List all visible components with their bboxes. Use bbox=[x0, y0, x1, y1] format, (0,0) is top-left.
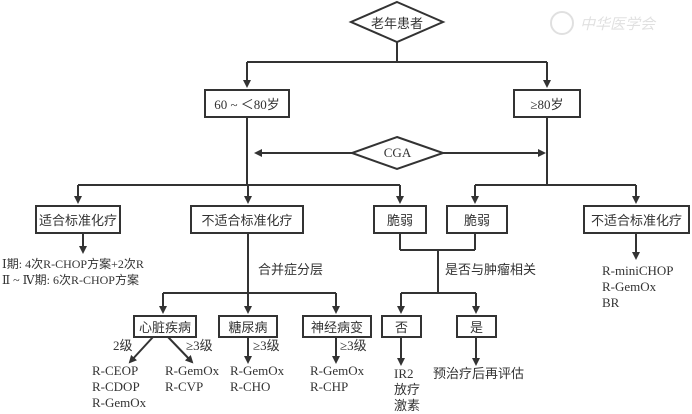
age-group-60-80: 60 ~ ＜80岁 bbox=[204, 89, 290, 118]
yes-regimen: 预治疗后再评估 bbox=[433, 366, 525, 381]
regimen-unfit-right-c: BR bbox=[602, 295, 620, 310]
tumor-related-yes: 是 bbox=[456, 315, 497, 338]
grade-label-neuro-3: ≥3级 bbox=[340, 338, 367, 353]
regimen-cardiac-2-c: R-GemOx bbox=[92, 395, 147, 410]
tumor-related-no: 否 bbox=[381, 315, 422, 338]
diabetes: 糖尿病 bbox=[218, 315, 278, 338]
frail-right: 脆弱 bbox=[446, 205, 508, 234]
cardiac-disease: 心脏疾病 bbox=[133, 315, 197, 338]
root-node: 老年患者 bbox=[370, 15, 423, 31]
regimen-neuro-a: R-GemOx bbox=[310, 363, 365, 378]
no-regimen-steroids: 激素 bbox=[394, 398, 421, 413]
regimen-cardiac-2-a: R-CEOP bbox=[92, 363, 139, 378]
tumor-related-label: 是否与肿瘤相关 bbox=[445, 262, 537, 277]
cga-diamond bbox=[349, 135, 447, 171]
regimen-unfit-right-b: R-GemOx bbox=[602, 279, 657, 294]
unfit-standard-chemo-left: 不适合标准化疗 bbox=[190, 205, 304, 234]
regimen-unfit-right-a: R-miniCHOP bbox=[602, 263, 674, 278]
comorbidity-label: 合并症分层 bbox=[258, 262, 324, 277]
unfit-standard-chemo-right: 不适合标准化疗 bbox=[583, 205, 690, 234]
svg-text:中华医学会: 中华医学会 bbox=[580, 16, 657, 33]
grade-label-cardiac-3: ≥3级 bbox=[186, 338, 213, 353]
regimen-cardiac-3-b: R-CVP bbox=[165, 379, 204, 394]
age-group-80-plus: ≥80岁 bbox=[513, 89, 581, 118]
watermark-logo: 中华医学会 bbox=[548, 8, 678, 42]
fit-standard-chemo: 适合标准化疗 bbox=[35, 205, 121, 234]
grade-label-cardiac-2: 2级 bbox=[113, 338, 133, 353]
grade-label-diabetes-3: ≥3级 bbox=[253, 338, 280, 353]
regimen-cardiac-3-a: R-GemOx bbox=[165, 363, 220, 378]
fit-regimen-stage1: Ⅰ期: 4次R-CHOP方案+2次R bbox=[2, 257, 144, 271]
regimen-diabetes-a: R-GemOx bbox=[230, 363, 285, 378]
regimen-diabetes-b: R-CHO bbox=[230, 379, 271, 394]
neuropathy: 神经病变 bbox=[302, 315, 372, 338]
cga-node: CGA bbox=[383, 145, 412, 160]
regimen-neuro-b: R-CHP bbox=[310, 379, 349, 394]
regimen-cardiac-2-b: R-CDOP bbox=[92, 379, 140, 394]
no-regimen-radiotherapy: 放疗 bbox=[394, 382, 421, 397]
frail-left: 脆弱 bbox=[373, 205, 427, 234]
no-regimen-ir2: IR2 bbox=[394, 366, 414, 381]
fit-regimen-stage2-4: Ⅱ ~ Ⅳ期: 6次R-CHOP方案 bbox=[2, 273, 139, 287]
